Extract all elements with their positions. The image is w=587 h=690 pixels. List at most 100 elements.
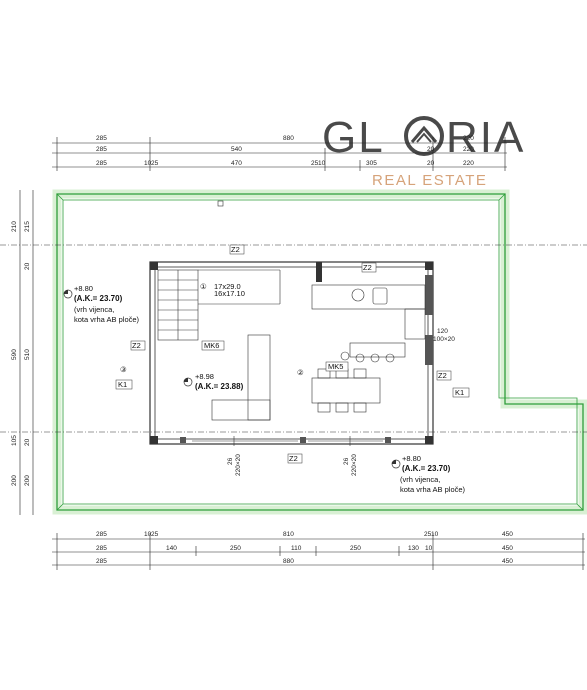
dim-top-r3-0: 285: [96, 160, 107, 167]
elev-right-ak: (A.K.= 23.70): [402, 464, 451, 473]
dim-top-r3-8: 220: [463, 160, 474, 167]
dim-left-0: 210: [11, 221, 18, 232]
dim-bottom-r2-6: 10: [425, 545, 433, 552]
bottom-dimensions-text: 285 10 25 810 25 10 450 285 140 250 110 …: [96, 531, 513, 565]
dim-top-r3-6: 305: [366, 160, 377, 167]
building-walls: [149, 261, 434, 445]
elev-right-value: +8.80: [402, 454, 421, 463]
dim-bottom-r3-1: 880: [283, 558, 294, 565]
dim-bottom-r2-0: 285: [96, 545, 107, 552]
z2-labels: Z2 Z2 Z2 Z2 Z2: [130, 244, 452, 464]
door-note-left-a: 26: [227, 457, 234, 465]
dim-top-r3-1: 10: [144, 160, 152, 167]
roof-outline: [52, 189, 587, 515]
dim-top-r3-7: 20: [427, 160, 435, 167]
left-dimensions-text: 210 215 20 590 510 105 20 200 200: [11, 221, 31, 486]
dim-top-r1-2: 220: [463, 135, 474, 142]
label-z2-right: Z2: [438, 371, 447, 380]
opening-notes: 120 100×20 26 220×20 26 220×20: [227, 328, 455, 476]
elev-left-value: +8.80: [74, 284, 93, 293]
dim-bottom-r1-5: 10: [431, 531, 439, 538]
room-number-2: ②: [297, 368, 304, 377]
dim-left-8: 200: [24, 475, 31, 486]
elev-center-value: +8.98: [195, 372, 214, 381]
dim-top-r3-4: 25: [311, 160, 319, 167]
dim-top-r3-2: 25: [151, 160, 159, 167]
dim-top-r2-1: 540: [231, 146, 242, 153]
room-labels: ① 17x29.0 16x17.10 ② ③ MK6 MK5 K1 K1: [115, 282, 470, 398]
room-number-3: ③: [120, 365, 127, 374]
left-dimension-lines: [19, 190, 34, 515]
dim-bottom-r1-4: 25: [424, 531, 432, 538]
window-note-100: 100×20: [433, 336, 455, 343]
dim-bottom-r2-5: 130: [408, 545, 419, 552]
elevation-marker-center: +8.98 (A.K.= 23.88): [183, 372, 244, 391]
dim-bottom-r1-3: 810: [283, 531, 294, 538]
room-number-1: ①: [200, 282, 207, 291]
door-note-right-b: 220×20: [351, 454, 358, 476]
dim-bottom-r2-3: 110: [291, 545, 302, 552]
dim-top-r3-5: 10: [318, 160, 326, 167]
kitchen-counter: [311, 284, 426, 363]
label-mk5: MK5: [328, 362, 343, 371]
dim-bottom-r3-0: 285: [96, 558, 107, 565]
stair-dim-1: 17x29.0: [214, 282, 241, 291]
top-dimensions-text: 285 880 220 285 540 20 220 285 10 25 470…: [96, 135, 474, 167]
logo-tagline: REAL ESTATE: [372, 172, 487, 189]
label-z2-left: Z2: [132, 341, 141, 350]
dim-left-3: 590: [11, 349, 18, 360]
dim-bottom-r3-2: 450: [502, 558, 513, 565]
elev-left-note2: kota vrha AB ploče): [74, 315, 140, 324]
label-z2-bottom: Z2: [289, 454, 298, 463]
logo-text-ria: RIA: [446, 113, 525, 162]
dim-top-r1-0: 285: [96, 135, 107, 142]
roof-vent-marker: [217, 200, 224, 207]
dim-left-7: 200: [11, 475, 18, 486]
label-k1-left: K1: [118, 380, 127, 389]
door-note-right-a: 26: [343, 457, 350, 465]
bottom-openings: [192, 436, 383, 446]
dim-bottom-r1-6: 450: [502, 531, 513, 538]
section-lines: [0, 244, 587, 433]
dim-bottom-r2-7: 450: [502, 545, 513, 552]
elev-right-note1: (vrh vijenca,: [400, 475, 440, 484]
elevation-marker-right: +8.80 (A.K.= 23.70) (vrh vijenca, kota v…: [391, 454, 466, 494]
dim-top-r3-3: 470: [231, 160, 242, 167]
dim-bottom-r2-1: 140: [166, 545, 177, 552]
top-dimension-lines: [52, 137, 507, 171]
elevation-marker-left: +8.80 (A.K.= 23.70) (vrh vijenca, kota v…: [63, 284, 140, 324]
logo-o-house-icon: [404, 116, 444, 156]
dim-left-2: 20: [24, 262, 31, 270]
dim-left-1: 215: [24, 221, 31, 232]
dim-left-6: 20: [24, 438, 31, 446]
dim-top-r2-2: 20: [427, 146, 435, 153]
door-note-left-b: 220×20: [235, 454, 242, 476]
dim-bottom-r1-0: 285: [96, 531, 107, 538]
dining-table: [311, 368, 381, 413]
label-mk6: MK6: [204, 341, 219, 350]
dim-top-r2-3: 220: [463, 146, 474, 153]
bottom-dimension-lines: [52, 533, 585, 570]
gloria-logo: GL RIA REAL ESTATE: [322, 113, 525, 189]
dim-top-r1-1: 880: [283, 135, 294, 142]
stair-dim-2: 16x17.10: [214, 289, 245, 298]
elev-left-ak: (A.K.= 23.70): [74, 294, 123, 303]
dim-bottom-r1-1: 10: [144, 531, 152, 538]
logo-text-gl: GL: [322, 113, 385, 162]
dim-left-4: 510: [24, 349, 31, 360]
elev-left-note1: (vrh vijenca,: [74, 305, 114, 314]
window-note-120: 120: [437, 328, 448, 335]
label-z2-top: Z2: [231, 245, 240, 254]
label-z2-kitchen: Z2: [363, 263, 372, 272]
staircase: [157, 269, 281, 341]
label-k1-right: K1: [455, 388, 464, 397]
elev-center-ak: (A.K.= 23.88): [195, 382, 244, 391]
dim-left-5: 105: [11, 435, 18, 446]
sofa: [211, 334, 271, 421]
dim-bottom-r1-2: 25: [151, 531, 159, 538]
elev-right-note2: kota vrha AB ploče): [400, 485, 466, 494]
dim-top-r2-0: 285: [96, 146, 107, 153]
dim-bottom-r2-4: 250: [350, 545, 361, 552]
dim-bottom-r2-2: 250: [230, 545, 241, 552]
